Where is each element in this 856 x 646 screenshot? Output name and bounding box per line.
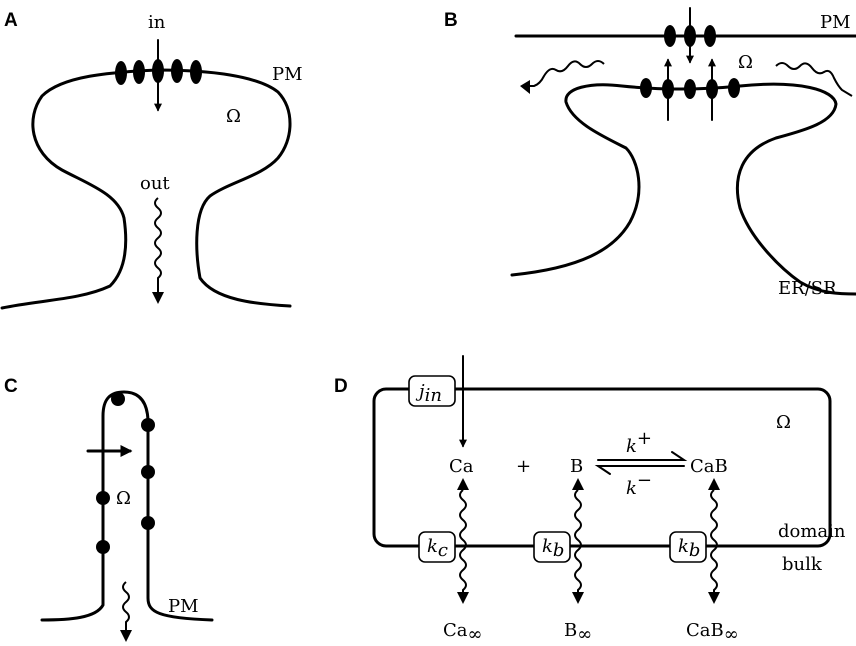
- panel-d-kminus-label: k−: [626, 470, 652, 499]
- panel-b-right-wavy-arrow: [775, 62, 853, 97]
- panel-d-cab-inf-label: CaB∞: [686, 620, 739, 645]
- panel-d-plus-label: +: [516, 456, 531, 477]
- panel-d-kb1-label: kb: [542, 536, 564, 561]
- panel-b-omega-label: Ω: [738, 52, 753, 73]
- panel-d-b-label: B: [570, 456, 583, 477]
- panel-d-kc-box: [418, 531, 456, 563]
- panel-a-letter: A: [4, 10, 18, 31]
- panel-a-channel: [133, 60, 145, 84]
- panel-b-letter: B: [444, 10, 458, 31]
- panel-b-left-arrowhead: [520, 80, 530, 94]
- panel-d-omega-label: Ω: [776, 412, 791, 433]
- panel-b-er-channel: [728, 78, 740, 98]
- panel-d-b-inf-label: B∞: [564, 620, 592, 645]
- panel-b-er-channel: [640, 78, 652, 98]
- panel-c-omega-label: Ω: [116, 488, 131, 509]
- panel-d-kplus-label: k+: [626, 428, 652, 457]
- panel-d-kb2-box: [669, 531, 707, 563]
- panel-d-jin-label: jin: [415, 381, 442, 406]
- panel-c-arrowhead: [120, 630, 132, 642]
- panel-d: D jin Ω Ca + B CaB k+ k− domain bulk: [334, 355, 846, 645]
- panel-a-out-label: out: [140, 173, 170, 194]
- panel-d-kb2-label: kb: [678, 536, 700, 561]
- panel-c: C Ω PM: [4, 376, 214, 642]
- panel-b-er-channel: [684, 79, 696, 99]
- panel-b-pm-channel: [704, 25, 716, 47]
- panel-c-channel: [111, 392, 125, 406]
- panel-d-cab-label: CaB: [690, 456, 728, 477]
- panel-c-channel: [141, 465, 155, 479]
- panel-d-jin-box: [408, 375, 456, 407]
- panel-d-kb1-box: [533, 531, 571, 563]
- panel-a-omega-label: Ω: [226, 106, 241, 127]
- panel-d-letter: D: [334, 376, 348, 397]
- panel-d-ca-label: Ca: [449, 456, 474, 477]
- panel-d-bulk-label: bulk: [782, 554, 823, 575]
- panel-d-ca-exchange-arrow: [457, 478, 469, 604]
- panel-b-pm-label: PM: [820, 12, 851, 33]
- panel-a-in-label: in: [148, 12, 166, 33]
- panel-d-forward-harpoon: [597, 451, 688, 461]
- panel-c-membrane: [40, 390, 214, 622]
- panel-d-reverse-harpoon: [594, 465, 685, 475]
- panel-b: B PM Ω ER/SR: [444, 7, 856, 299]
- panel-d-domain-box: [372, 387, 832, 548]
- panel-a-channel: [190, 60, 202, 84]
- panel-c-pm-label: PM: [168, 596, 199, 617]
- panel-a-channel: [171, 59, 183, 83]
- panel-d-b-exchange-arrow: [572, 478, 584, 604]
- panel-a-channel: [115, 61, 127, 85]
- panel-d-ca-inf-label: Ca∞: [443, 620, 483, 645]
- panel-b-left-wavy-arrow: [526, 60, 605, 87]
- panel-b-ersr-label: ER/SR: [778, 278, 837, 299]
- panel-c-letter: C: [4, 376, 18, 397]
- panel-a-outflux-wavy-arrow: [154, 197, 162, 298]
- panel-a: A in out PM Ω: [0, 10, 303, 310]
- panel-c-wavy-arrow: [122, 581, 130, 636]
- panel-d-cab-exchange-arrow: [708, 478, 720, 604]
- panel-b-pm-channel: [664, 25, 676, 47]
- panel-c-channel: [141, 418, 155, 432]
- panel-d-domain-label: domain: [778, 521, 846, 542]
- panel-b-er-sr-membrane: [510, 82, 856, 296]
- panel-c-channel: [141, 516, 155, 530]
- panel-c-channel: [96, 540, 110, 554]
- panel-c-channel: [96, 491, 110, 505]
- panel-a-pm-label: PM: [272, 64, 303, 85]
- panel-a-outflux-arrowhead: [152, 292, 164, 304]
- panel-d-kc-label: kc: [427, 536, 448, 561]
